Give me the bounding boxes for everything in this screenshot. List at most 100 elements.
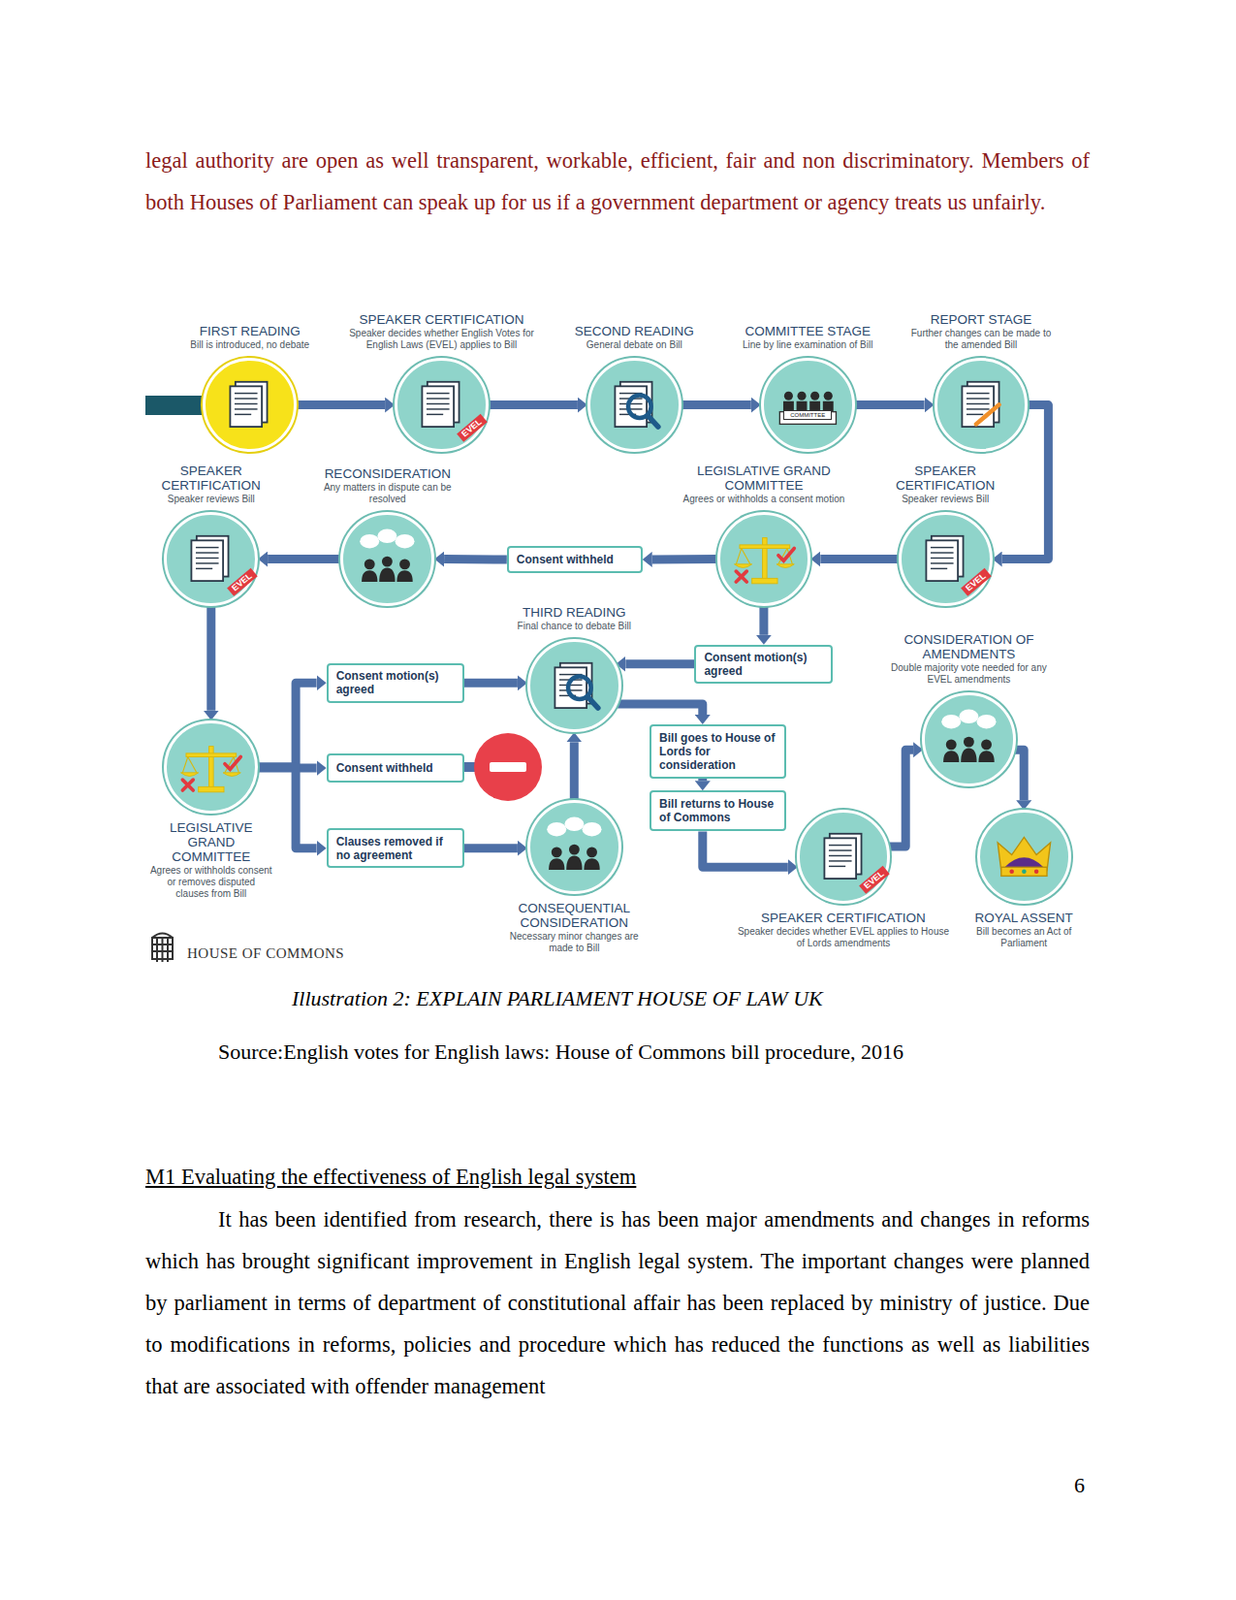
graphic-part <box>395 534 415 549</box>
stage-circle: CONSIDERATION OF AMENDMENTSDouble majori… <box>921 692 1016 787</box>
graphic-part <box>943 750 959 762</box>
graphic-part <box>614 386 647 428</box>
graphic-part <box>234 408 258 410</box>
graphic-part <box>152 943 173 946</box>
graphic-part <box>152 950 173 952</box>
decision-box: Consent withheld <box>507 545 643 573</box>
stage-heading: SECOND READING <box>557 323 711 339</box>
flow-pipe <box>888 749 914 847</box>
stage-icon <box>924 695 1014 784</box>
stage-description: Bill is introduced, no debate <box>178 339 321 351</box>
stage-description: Agrees or withholds consent or removes d… <box>150 864 273 900</box>
box-text: Consent withheld <box>336 760 434 775</box>
flow-pipe <box>570 741 579 800</box>
graphic-part <box>997 837 1050 871</box>
box-text: Consent withheld <box>516 552 614 567</box>
flow-pipe <box>855 400 925 410</box>
stage-description: Necessary minor changes are made to Bill <box>503 930 646 954</box>
evel-tag: EVEL <box>960 568 991 597</box>
graphic-part <box>195 562 220 564</box>
graphic-part <box>776 564 794 569</box>
flow-pipe <box>257 682 317 767</box>
graphic-part <box>234 398 258 400</box>
stage-caption: SPEAKER CERTIFICATIONSpeaker reviews Bil… <box>879 463 1013 506</box>
graphic-part <box>195 551 220 553</box>
graphic-part <box>546 822 567 837</box>
graphic-part <box>364 558 376 570</box>
flow-pipe <box>697 778 707 782</box>
graphic-part <box>230 386 263 428</box>
stage-icon <box>343 514 432 603</box>
graphic-part <box>828 865 846 867</box>
page-number: 6 <box>1074 1470 1085 1500</box>
graphic-part <box>234 393 258 415</box>
stage-circle: LEGISLATIVE GRAND COMMITTEEAgrees or wit… <box>163 720 258 815</box>
graphic-part <box>399 558 411 570</box>
stage-heading: FIRST READING <box>178 323 321 339</box>
graphic-part <box>209 745 215 789</box>
graphic-part <box>181 772 199 777</box>
graphic-part <box>166 937 169 962</box>
stage-circle: CONSEQUENTIAL CONSIDERATIONNecessary min… <box>527 799 622 894</box>
stage-description: Speaker reviews Bill <box>879 493 1013 506</box>
stage-circle: SPEAKER CERTIFICATIONSpeaker reviews Bil… <box>163 511 258 606</box>
graphic-part <box>647 415 659 428</box>
graphic-part <box>587 696 599 708</box>
graphic-part <box>234 392 258 394</box>
graphic-part <box>195 557 220 559</box>
graphic-part <box>586 846 598 857</box>
flow-pipe <box>257 766 317 849</box>
graphic-part <box>426 398 450 400</box>
stage-heading: THIRD READING <box>492 604 656 620</box>
evel-tag: EVEL <box>858 865 889 894</box>
stage-circle: SPEAKER CERTIFICATIONSpeaker decides whe… <box>394 357 489 452</box>
flow-pipe <box>1014 749 1025 800</box>
decision-box: Consent motion(s) agreed <box>694 644 833 684</box>
stage-heading: LEGISLATIVE GRAND COMMITTEE <box>662 463 866 493</box>
graphic-part <box>735 570 747 582</box>
graphic-part <box>551 846 563 857</box>
stage-caption: SECOND READINGGeneral debate on Bill <box>557 323 711 351</box>
graphic-part <box>564 816 584 831</box>
section-heading: M1 Evaluating the effectiveness of Engli… <box>145 1162 636 1192</box>
stage-description: Final chance to debate Bill <box>492 620 656 633</box>
graphic-part <box>161 937 164 962</box>
paragraph-text: legal authority are open as well transpa… <box>145 139 1090 223</box>
graphic-part <box>183 756 189 772</box>
graphic-part <box>195 546 220 548</box>
stage-heading: COMMITTEE STAGE <box>730 323 885 339</box>
graphic-part <box>930 551 954 553</box>
logo-text: HOUSE OF COMMONS <box>187 943 345 963</box>
flow-pipe <box>702 830 789 867</box>
stage-description: Any matters in dispute can be resolved <box>311 481 465 506</box>
graphic-part <box>554 666 587 708</box>
graphic-part <box>784 391 793 401</box>
graphic-part <box>426 392 450 394</box>
evel-tag: EVEL <box>457 413 488 443</box>
graphic-part <box>981 739 992 751</box>
box-text: Consent motion(s) agreed <box>336 668 455 697</box>
graphic-part <box>426 393 450 415</box>
graphic-part <box>222 772 241 777</box>
graphic-part <box>183 779 194 791</box>
stage-icon <box>530 641 619 730</box>
stage-circle: ROYAL ASSENTBill becomes an Act of Parli… <box>977 809 1072 904</box>
flow-pipe <box>617 703 703 715</box>
graphic-part <box>735 548 741 565</box>
graphic-part <box>966 408 990 410</box>
graphic-part <box>930 562 954 564</box>
graphic-part <box>966 413 983 415</box>
stage-caption: FIRST READINGBill is introduced, no deba… <box>178 323 321 351</box>
graphic-part <box>966 403 990 405</box>
stage-caption: SPEAKER CERTIFICATIONSpeaker decides whe… <box>736 910 951 950</box>
graphic-part <box>198 786 224 792</box>
flow-pipe <box>296 400 385 410</box>
stage-description: Bill becomes an Act of Parliament <box>962 925 1085 950</box>
graphic-part <box>941 714 961 729</box>
flow-pipe <box>443 554 508 564</box>
box-text: Consent motion(s) agreed <box>703 650 824 678</box>
graphic-part <box>777 548 793 562</box>
graphic-part <box>156 937 159 962</box>
flow-pipe <box>652 554 718 564</box>
graphic-part <box>943 736 995 762</box>
